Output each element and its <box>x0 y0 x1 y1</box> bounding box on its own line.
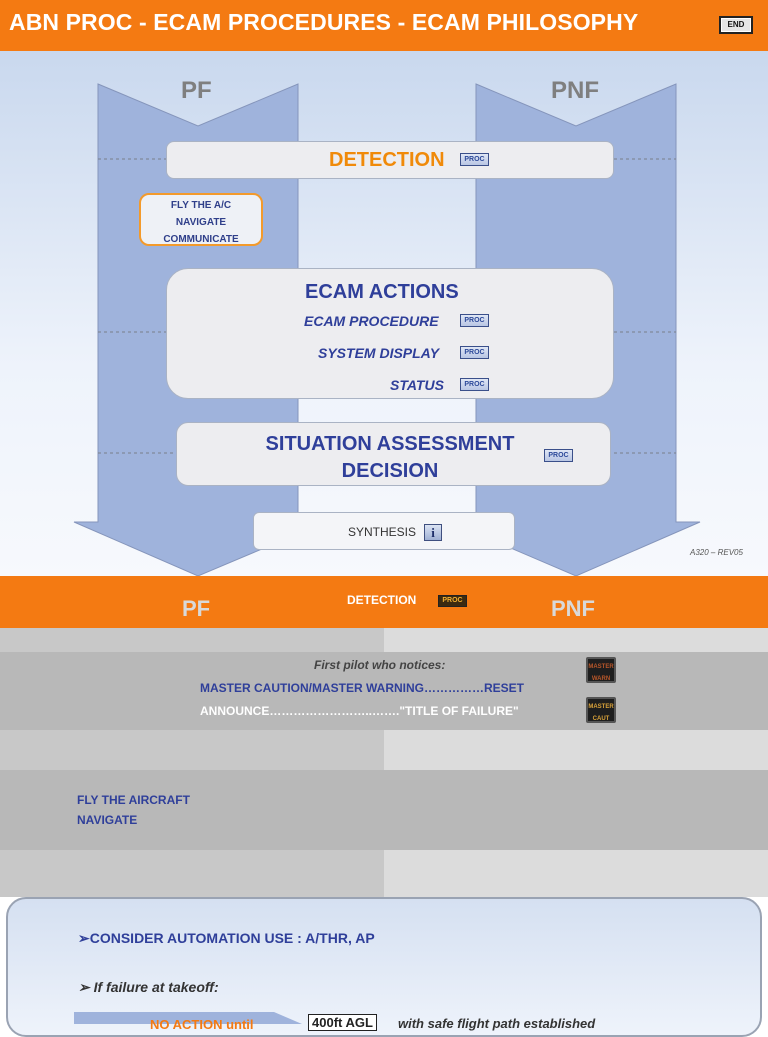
header-bar <box>0 0 768 51</box>
fly-aircraft-band <box>0 770 768 850</box>
agl-box: 400ft AGL <box>308 1014 377 1031</box>
situation-assessment-text: SITUATION ASSESSMENT DECISION <box>250 431 530 485</box>
master-caut-line2: CAUT <box>592 716 610 722</box>
automation-text: ➢CONSIDER AUTOMATION USE : A/THR, AP <box>78 930 375 946</box>
status-proc-button[interactable]: PROC <box>460 378 489 391</box>
ecam-actions-title: ECAM ACTIONS <box>305 281 459 303</box>
master-reset-line: MASTER CAUTION/MASTER WARNING……………RESET <box>200 681 524 695</box>
navigate-text: NAVIGATE <box>77 813 138 827</box>
situation-assessment-box <box>176 422 611 486</box>
pnf-column-label: PNF <box>551 596 595 621</box>
master-caut-line1: MASTER <box>588 704 614 710</box>
fly-line: FLY THE A/C <box>170 200 232 211</box>
synthesis-label: SYNTHESIS <box>348 525 417 539</box>
detection-heading: DETECTION <box>347 593 417 607</box>
synthesis-box <box>253 512 515 550</box>
detection-proc-dark-button[interactable]: PROC <box>438 595 467 607</box>
detection-label: DETECTION <box>329 149 445 171</box>
pf-column-label: PF <box>182 596 211 621</box>
fly-navigate-communicate-box: FLY THE A/C NAVIGATE COMMUNICATE <box>139 193 263 246</box>
detection-proc-button[interactable]: PROC <box>460 153 489 166</box>
page-title: ABN PROC - ECAM PROCEDURES - ECAM PHILOS… <box>9 9 639 35</box>
first-pilot-band <box>0 652 768 730</box>
system-display-proc-button[interactable]: PROC <box>460 346 489 359</box>
pnf-label: PNF <box>551 77 599 104</box>
ecam-actions-box <box>166 268 614 399</box>
status-label: STATUS <box>390 377 444 393</box>
navigate-line: NAVIGATE <box>175 217 227 228</box>
master-warn-line2: WARN <box>591 676 611 682</box>
ecam-procedure-proc-button[interactable]: PROC <box>460 314 489 327</box>
detection-header-bar <box>0 576 768 628</box>
ecam-procedure-label: ECAM PROCEDURE <box>304 313 439 329</box>
end-button[interactable]: END <box>719 16 753 34</box>
master-warn-line1: MASTER <box>588 664 614 670</box>
master-warning-button[interactable]: MASTER WARN <box>586 657 616 683</box>
system-display-label: SYSTEM DISPLAY <box>318 345 440 361</box>
detection-box <box>166 141 614 179</box>
situation-proc-button[interactable]: PROC <box>544 449 573 462</box>
revision-label: A320 – REV05 <box>690 548 743 557</box>
takeoff-text: ➢ If failure at takeoff: <box>78 979 219 995</box>
announce-line: ANNOUNCE……………………..……."TITLE OF FAILURE" <box>200 704 519 718</box>
first-pilot-text: First pilot who notices: <box>314 658 446 672</box>
communicate-line: COMMUNICATE <box>163 234 239 245</box>
no-action-text: NO ACTION until <box>150 1017 254 1032</box>
no-action-arrow <box>74 1012 302 1024</box>
fly-aircraft-text: FLY THE AIRCRAFT <box>77 793 190 807</box>
situation-assessment-line: SITUATION ASSESSMENT <box>265 433 515 455</box>
decision-line: DECISION <box>341 460 439 482</box>
master-caution-button[interactable]: MASTER CAUT <box>586 697 616 723</box>
info-icon[interactable]: i <box>424 524 442 541</box>
pf-label: PF <box>181 77 212 104</box>
